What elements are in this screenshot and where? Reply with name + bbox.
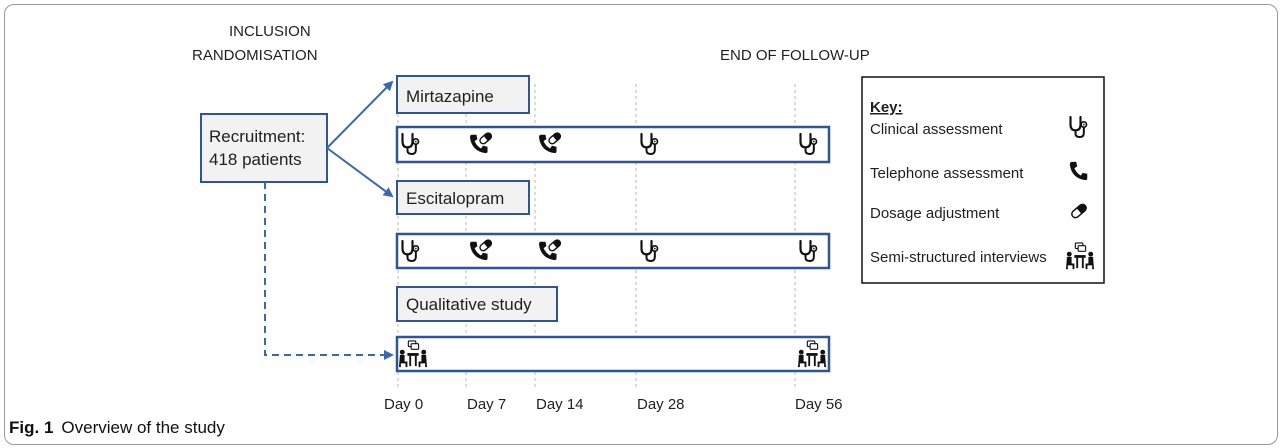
- figure-caption: Fig. 1 Overview of the study: [9, 418, 225, 438]
- day-label: Day 28: [637, 396, 685, 413]
- key-label-interviews: Semi-structured interviews: [870, 249, 1047, 266]
- day-label: Day 7: [467, 396, 506, 413]
- arm-box-mirtazapine: Mirtazapine: [396, 75, 530, 114]
- arm-box-qualitative: Qualitative study: [396, 286, 558, 322]
- key-box: Key: Clinical assessment Telephone asses…: [861, 76, 1105, 284]
- recruitment-line1: Recruitment:: [209, 127, 305, 146]
- timeline-row-mirtazapine: [395, 125, 831, 164]
- arrow-to-escitalopram: [326, 147, 394, 198]
- randomisation-label: RANDOMISATION: [192, 47, 318, 64]
- key-title: Key:: [870, 99, 903, 116]
- svg-text:Escitalopram: Escitalopram: [406, 189, 504, 208]
- day-label: Day 14: [536, 396, 584, 413]
- day-label: Day 0: [384, 396, 423, 413]
- timeline-row-escitalopram: [395, 232, 831, 270]
- figure-frame: [4, 4, 1278, 445]
- day-labels: Day 0 Day 7 Day 14 Day 28 Day 56: [384, 396, 843, 413]
- arm-box-escitalopram: Escitalopram: [396, 180, 530, 215]
- svg-text:Qualitative study: Qualitative study: [406, 295, 532, 314]
- timeline-row-qualitative: [395, 335, 831, 373]
- arrow-to-mirtazapine: [326, 80, 394, 149]
- key-label-dosage: Dosage adjustment: [870, 205, 1000, 222]
- key-label-clinical: Clinical assessment: [870, 121, 1003, 138]
- day-label: Day 56: [795, 396, 843, 413]
- end-follow-up-label: END OF FOLLOW-UP: [720, 47, 870, 64]
- svg-text:Mirtazapine: Mirtazapine: [406, 87, 494, 106]
- randomisation-arrows: [264, 80, 394, 360]
- caption-label: Fig. 1: [9, 418, 54, 437]
- recruitment-line2: 418 patients: [209, 150, 302, 169]
- inclusion-label: INCLUSION: [229, 23, 311, 40]
- caption-text: Overview of the study: [61, 418, 225, 437]
- key-label-telephone: Telephone assessment: [870, 165, 1024, 182]
- recruitment-box: Recruitment: 418 patients: [200, 113, 328, 183]
- arrow-to-qualitative: [264, 182, 394, 360]
